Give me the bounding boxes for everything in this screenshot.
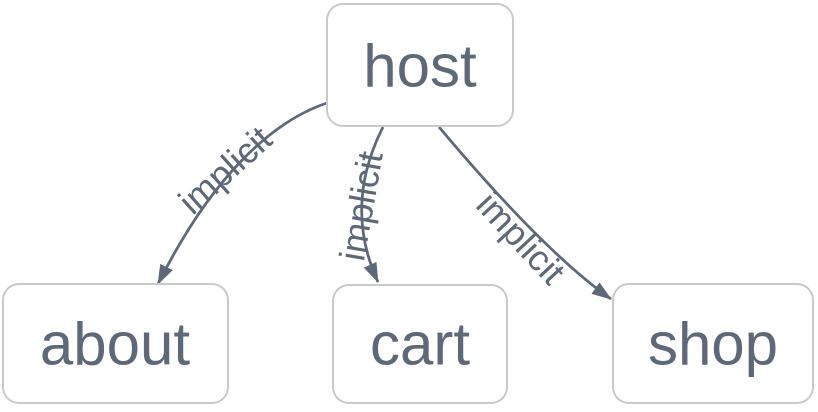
node-shop-label: shop (648, 311, 778, 378)
edge-host-cart (360, 126, 385, 283)
edge-host-about (156, 101, 328, 285)
node-about-label: about (40, 311, 190, 378)
node-about: about (2, 283, 229, 404)
node-shop: shop (612, 283, 814, 404)
node-cart-label: cart (370, 311, 470, 378)
node-cart: cart (332, 284, 508, 404)
node-host-label: host (363, 33, 477, 100)
edge-host-shop (437, 126, 612, 301)
node-host-box (326, 3, 514, 127)
node-host: host (326, 3, 514, 127)
edge-label-host-cart: implicit (331, 148, 390, 263)
edge-label-host-shop: implicit (468, 184, 573, 292)
edge-label-host-about: implicit (170, 118, 279, 222)
node-about-box (2, 283, 229, 404)
edge-group (156, 101, 612, 301)
node-shop-box (612, 283, 814, 404)
node-cart-box (332, 284, 508, 404)
